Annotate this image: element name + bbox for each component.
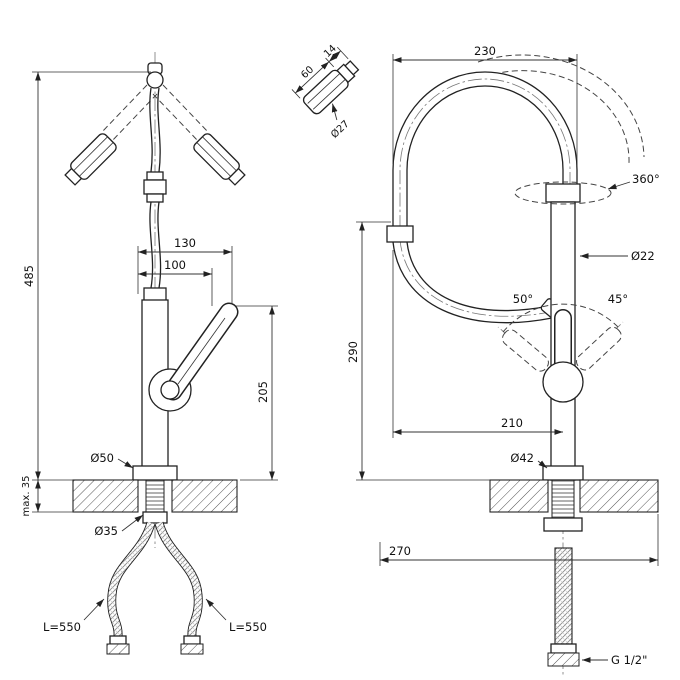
body-cap [143,287,167,302]
spray-head-right-icon [193,133,246,186]
inner-hoses-lower [149,201,162,289]
angle-50-label: 50° [513,292,533,306]
threaded-shank-front [145,479,165,513]
handle-fan [497,303,624,403]
thread-size-label: G 1/2" [611,653,647,667]
countertop-side [489,479,659,513]
dim-max35-label: max. 35 [21,476,32,517]
hose-left-length-label: L=550 [43,620,81,634]
side-view: 60 14 Ø27 230 360° Ø22 50° 45° [291,43,660,676]
outlet-hose [547,547,580,667]
spout-centerline [399,78,571,317]
dim-60-label: 60 [299,64,316,81]
dim-100-label: 100 [164,258,186,272]
dia-42-label: Ø42 [510,451,534,465]
dia-22-label: Ø22 [631,249,655,263]
spout-arc [392,71,578,241]
pivot-joint [146,71,164,89]
threaded-shank-side [551,479,575,519]
spout-swivel-arcs [477,54,645,164]
spray-head-left-icon [64,133,117,186]
spray-head-phantom-arms [100,84,210,143]
rotation-360-label: 360° [632,172,660,186]
base-flange [132,465,178,481]
mounting-nut-front [142,511,168,524]
countertop-front [72,479,238,513]
supply-hose-right [154,521,204,655]
dia-35-label: Ø35 [94,524,118,538]
side-dimensions: 230 360° Ø22 50° 45° 290 210 Ø42 [346,44,660,667]
angle-45-label: 45° [608,292,628,306]
swivel-collar [545,183,581,203]
dim-270-label: 270 [389,544,411,558]
base-flange-side [542,465,584,481]
mounting-nut-side [543,517,583,532]
dim-230-label: 230 [474,44,496,58]
dim-210-label: 210 [501,416,523,430]
lever-handle [148,302,239,412]
front-dimensions: 485 max. 35 130 100 205 Ø50 Ø35 [21,71,278,634]
dia-27-label: Ø27 [328,118,351,141]
hose-right-length-label: L=550 [229,620,267,634]
dim-290-label: 290 [346,341,360,363]
flexible-hose [392,241,553,324]
rotation-ellipse [514,181,612,205]
dim-130-label: 130 [174,236,196,250]
spray-head-detail: 60 14 Ø27 [291,43,360,141]
inner-hoses-upper [149,87,161,173]
dim-14-label: 14 [322,43,339,60]
supply-hose-left [106,521,156,655]
dim-205-label: 205 [256,381,270,403]
spout-end-collar [386,225,414,243]
hose-connector [143,171,167,203]
front-view: 485 max. 35 130 100 205 Ø50 Ø35 [21,52,278,655]
dia-50-label: Ø50 [90,451,114,465]
dim-485-label: 485 [22,265,36,287]
